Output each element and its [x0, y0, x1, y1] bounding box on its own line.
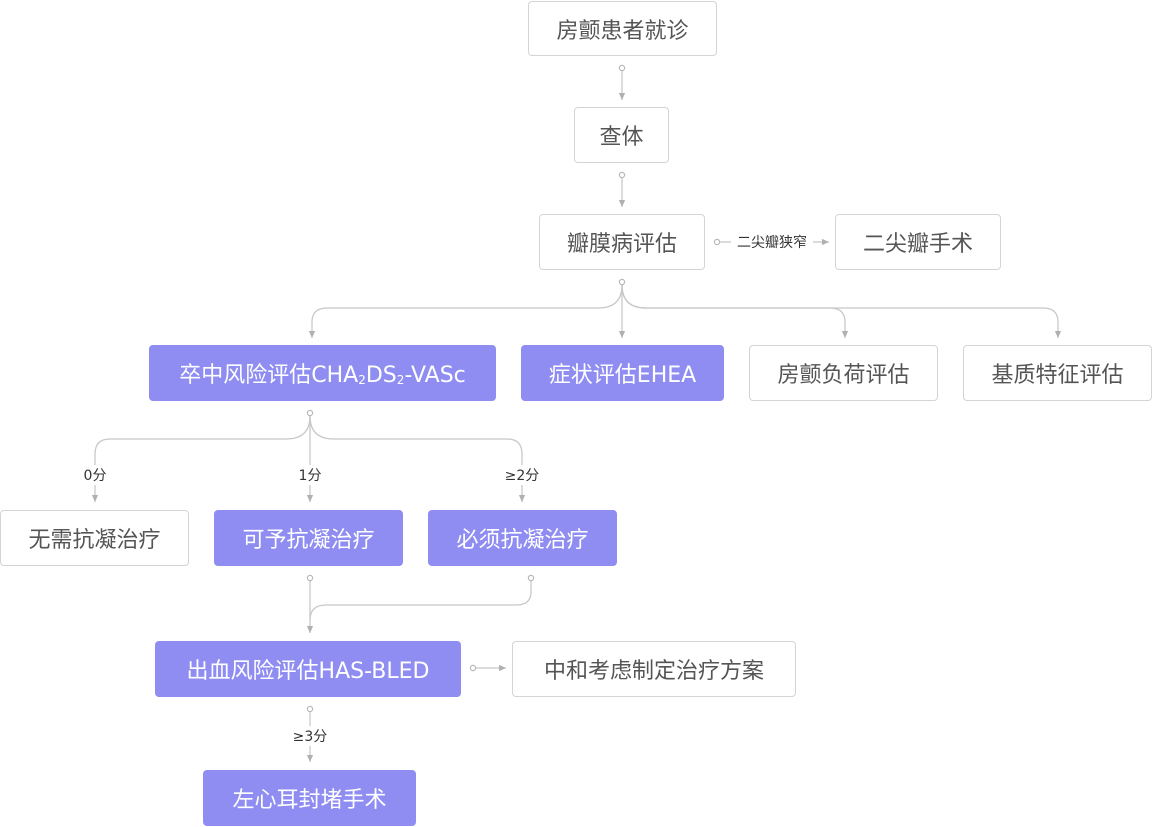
node-must-anticoag-label: 必须抗凝治疗 [456, 528, 589, 553]
node-must-anticoag: 必须抗凝治疗 [428, 510, 617, 566]
edge-label-score-ge2: ≥2分 [505, 468, 540, 484]
stroke-label-part: 卒中风险评估CHA [179, 363, 359, 388]
edge-port-dot [618, 171, 626, 179]
node-mitral-surgery: 二尖瓣手术 [835, 214, 1001, 270]
edge-label-bg [731, 232, 813, 252]
node-bleed-eval: 出血风险评估HAS-BLED [155, 641, 461, 697]
node-laa-closure-label: 左心耳封堵手术 [232, 788, 387, 813]
edge-port-dot [306, 574, 314, 582]
node-mitral-surgery-label: 二尖瓣手术 [862, 232, 973, 257]
node-symptom-eval-label: 症状评估EHEA [548, 363, 697, 388]
stroke-label-subscript: 2 [358, 373, 366, 387]
stroke-label-subscript: 2 [396, 373, 405, 387]
edge-port-dot [527, 574, 535, 582]
node-symptom-eval: 症状评估EHEA [521, 345, 724, 401]
edge-stroke-0 [91, 415, 311, 502]
edge-valve-burden [621, 284, 849, 338]
node-may-anticoag-label: 可予抗凝治疗 [242, 528, 375, 553]
node-laa-closure: 左心耳封堵手术 [203, 770, 416, 826]
edge-label-mitral-stenosis: 二尖瓣狭窄 [737, 234, 807, 251]
node-visit-label: 房颤患者就诊 [556, 18, 689, 44]
edge-port-dot [306, 409, 314, 417]
edge-label-score-ge3: ≥3分 [293, 729, 328, 745]
node-may-anticoag: 可予抗凝治疗 [214, 510, 403, 566]
node-no-anticoag-label: 无需抗凝治疗 [28, 528, 161, 553]
edge-port-dot [469, 664, 477, 672]
edge-label-bg [288, 726, 332, 746]
edge-port-dot [306, 705, 314, 713]
node-substrate-eval-label: 基质特征评估 [991, 363, 1124, 388]
node-valve-eval-label: 瓣膜病评估 [566, 232, 677, 257]
edge-must-bleed [309, 581, 532, 621]
edge-port-dot [618, 278, 626, 286]
stroke-label-part: -VASc [404, 363, 466, 388]
edge-stroke-2 [309, 415, 526, 502]
edge-label-bg [293, 465, 327, 485]
node-exam: 查体 [574, 107, 669, 163]
edge-valve-substrate [621, 284, 1062, 338]
node-combined-plan-label: 中和考虑制定治疗方案 [543, 659, 764, 684]
node-visit: 房颤患者就诊 [528, 1, 717, 56]
node-combined-plan: 中和考虑制定治疗方案 [512, 641, 796, 697]
node-valve-eval: 瓣膜病评估 [539, 214, 705, 270]
edge-label-score-0: 0分 [84, 468, 107, 484]
node-burden-eval-label: 房颤负荷评估 [777, 363, 910, 388]
edge-port-dot [618, 64, 626, 72]
node-substrate-eval: 基质特征评估 [963, 345, 1152, 401]
edge-label-bg [500, 465, 544, 485]
edge-port-dot [713, 238, 721, 246]
edge-label-score-1: 1分 [299, 468, 322, 484]
edge-valve-stroke [308, 284, 623, 338]
node-bleed-eval-label: 出血风险评估HAS-BLED [186, 659, 430, 684]
node-stroke-eval-label: 卒中风险评估CHA2DS2-VASc [179, 357, 466, 389]
edge-label-bg [78, 465, 112, 485]
stroke-label-part: DS [365, 363, 397, 388]
node-burden-eval: 房颤负荷评估 [749, 345, 938, 401]
node-stroke-eval: 卒中风险评估CHA2DS2-VASc [149, 345, 496, 401]
node-exam-label: 查体 [599, 125, 644, 150]
node-no-anticoag: 无需抗凝治疗 [0, 510, 189, 566]
